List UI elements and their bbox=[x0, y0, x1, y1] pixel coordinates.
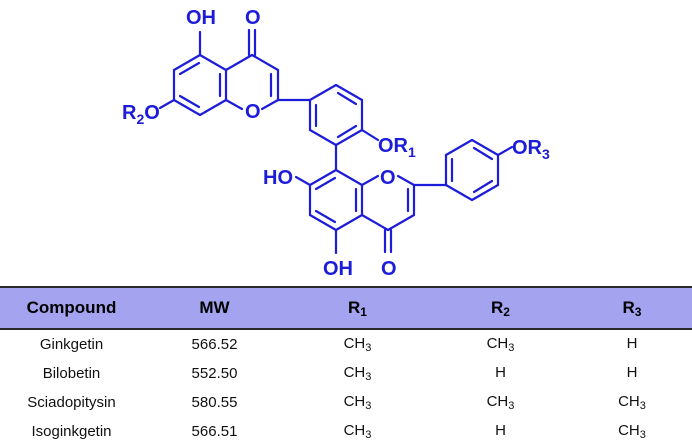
table-header-row: Compound MW R1 R2 R3 bbox=[0, 286, 692, 330]
cell-r3: CH3 bbox=[618, 393, 646, 412]
right-phenyl-bonds bbox=[444, 138, 514, 202]
carbonyl-bottom-label: O bbox=[381, 258, 397, 280]
header-mw: MW bbox=[143, 286, 286, 330]
ring-oxygen-bottom-label: O bbox=[380, 167, 396, 189]
cell-r1: CH3 bbox=[343, 422, 372, 441]
cell-r1: CH3 bbox=[343, 364, 372, 383]
compound-table: Compound MW R1 R2 R3 Ginkgetin 566.52 CH… bbox=[0, 286, 692, 446]
or3-label: OR3 bbox=[512, 137, 550, 162]
lower-chromone-bonds bbox=[294, 168, 448, 255]
cell-r1: CH3 bbox=[343, 393, 372, 412]
cell-mw: 552.50 bbox=[191, 365, 238, 382]
upper-chromone-bonds bbox=[158, 28, 312, 117]
cell-compound: Ginkgetin bbox=[39, 336, 104, 353]
cell-compound: Bilobetin bbox=[42, 365, 101, 382]
table-row: Isoginkgetin 566.51 CH3 H CH3 bbox=[0, 417, 692, 446]
cell-r2: H bbox=[495, 422, 506, 439]
cell-compound: Sciadopitysin bbox=[27, 394, 116, 411]
middle-phenyl-bonds bbox=[308, 83, 380, 172]
ring-oxygen-top-label: O bbox=[245, 101, 261, 123]
cell-r2: CH3 bbox=[486, 393, 515, 412]
oh-top-label: OH bbox=[186, 7, 216, 29]
oh-bottom-label: OH bbox=[323, 258, 353, 280]
chemical-structure: OH O R2O O OR1 OR3 HO O OH O bbox=[122, 7, 550, 280]
ho-label: HO bbox=[263, 167, 293, 189]
r2o-label: R2O bbox=[122, 102, 160, 127]
header-r3: R3 bbox=[572, 286, 692, 330]
cell-r3: H bbox=[626, 335, 638, 352]
table-row: Sciadopitysin 580.55 CH3 CH3 CH3 bbox=[0, 388, 692, 417]
cell-r2: CH3 bbox=[486, 335, 515, 354]
header-r1: R1 bbox=[286, 286, 429, 330]
cell-r2: H bbox=[495, 364, 506, 381]
cell-r3: H bbox=[626, 364, 638, 381]
cell-r3: CH3 bbox=[618, 422, 646, 441]
cell-mw: 580.55 bbox=[191, 394, 238, 411]
or1-label: OR1 bbox=[378, 135, 416, 160]
carbonyl-top-label: O bbox=[245, 7, 261, 29]
cell-mw: 566.51 bbox=[191, 423, 238, 440]
table-row: Bilobetin 552.50 CH3 H H bbox=[0, 359, 692, 388]
header-compound: Compound bbox=[0, 286, 143, 330]
cell-compound: Isoginkgetin bbox=[31, 423, 112, 440]
header-r2: R2 bbox=[429, 286, 572, 330]
cell-mw: 566.52 bbox=[191, 336, 238, 353]
table-row: Ginkgetin 566.52 CH3 CH3 H bbox=[0, 329, 692, 359]
cell-r1: CH3 bbox=[343, 335, 372, 354]
